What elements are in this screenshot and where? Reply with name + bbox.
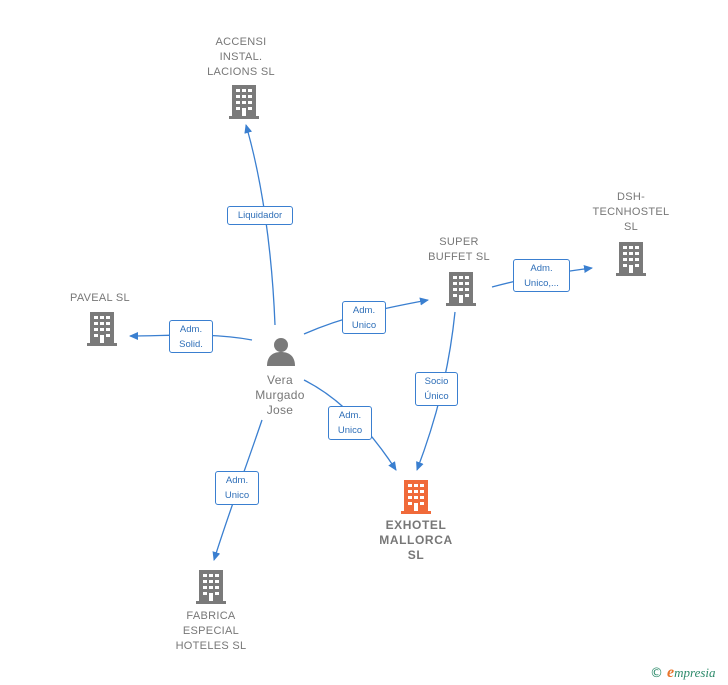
edge-label-adm-unico-super: Adm. Unico: [342, 301, 386, 334]
node-label-super-buffet[interactable]: SUPER BUFFET SL: [428, 236, 490, 263]
node-label-dsh-tecnhostel[interactable]: DSH- TECNHOSTEL SL: [592, 191, 670, 233]
building-icon[interactable]: [446, 272, 476, 306]
person-icon[interactable]: [267, 338, 295, 366]
node-label-fabrica-especial[interactable]: FABRICA ESPECIAL HOTELES SL: [175, 610, 247, 652]
building-icon[interactable]: [401, 480, 431, 514]
empresia-logo[interactable]: © empresia: [650, 664, 716, 682]
edge-label-adm-solid: Adm. Solid.: [169, 320, 213, 353]
brand-initial: e: [667, 664, 675, 681]
brand-name: mpresia: [674, 665, 716, 680]
edge-label-adm-unico-dsh: Adm. Unico,...: [513, 259, 570, 292]
edge-label-socio-unico: Socio Único: [415, 372, 458, 406]
building-icon[interactable]: [196, 570, 226, 604]
building-icon[interactable]: [229, 85, 259, 119]
node-label-person[interactable]: Vera Murgado Jose: [255, 373, 305, 417]
edge-label-adm-unico-exhotel: Adm. Unico: [328, 406, 372, 440]
node-label-exhotel-mallorca[interactable]: EXHOTEL MALLORCA SL: [379, 518, 453, 562]
node-label-paveal[interactable]: PAVEAL SL: [70, 292, 130, 304]
node-label-accensi[interactable]: ACCENSI INSTAL. LACIONS SL: [207, 36, 275, 78]
edge-liquidador: [244, 124, 276, 326]
copyright-symbol: ©: [650, 666, 663, 681]
edge-label-liquidador: Liquidador: [227, 206, 293, 225]
edge-label-adm-unico-fabrica: Adm. Unico: [215, 471, 259, 505]
building-icon[interactable]: [87, 312, 117, 346]
building-icon[interactable]: [616, 242, 646, 276]
